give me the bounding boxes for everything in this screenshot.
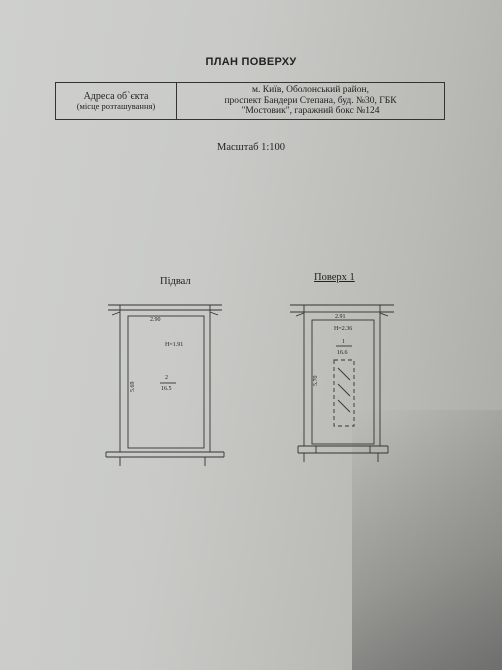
- address-line-2: проспект Бандери Степана, буд. №30, ГБК: [224, 95, 397, 106]
- floor1-plan-label: Поверх 1: [314, 272, 355, 283]
- floor1-pit-hatch-3: [337, 399, 351, 413]
- basement-wall-top-right: [209, 304, 222, 311]
- scale-label: Масштаб 1:100: [216, 142, 285, 153]
- address-sublabel: (місце розташування): [76, 100, 156, 111]
- floor1-height: H=2.36: [334, 326, 352, 332]
- floor1-room-outline: [311, 319, 375, 445]
- basement-length-dim: 5.69: [130, 382, 136, 393]
- floor1-room-area: 16.6: [337, 350, 348, 356]
- floor1-length-dim: 5.70: [313, 376, 319, 387]
- address-label: Адреса об`єкта: [83, 90, 149, 102]
- basement-plan: [105, 304, 225, 466]
- basement-break-left: [111, 311, 121, 316]
- basement-break-right: [209, 311, 219, 316]
- basement-width-dim: 2.90: [150, 317, 161, 323]
- floor1-break-left: [295, 312, 305, 317]
- page-title: ПЛАН ПОВЕРХУ: [205, 56, 297, 68]
- floor1-wall-top-right: [379, 304, 394, 313]
- floor1-room-number: 1: [342, 339, 345, 345]
- basement-room-outline: [127, 315, 205, 449]
- basement-height: H=1.91: [165, 342, 183, 348]
- address-line-3: "Мостовик", гаражний бокс №124: [241, 106, 380, 117]
- address-table: Адреса об`єкта (місце розташування) м. К…: [55, 82, 445, 120]
- basement-room-area: 16.5: [161, 386, 172, 392]
- basement-outer-wall: [119, 309, 211, 453]
- address-value-cell: м. Київ, Оболонський район, проспект Бан…: [177, 83, 444, 119]
- basement-room-number: 2: [165, 375, 168, 381]
- floor1-width-dim: 2.91: [335, 314, 346, 320]
- floor1-wall-top-left: [290, 304, 305, 313]
- floor1-plan: [290, 304, 394, 462]
- basement-wall-top-left: [108, 304, 121, 311]
- address-line-1: м. Київ, Оболонський район,: [252, 84, 369, 95]
- floor1-pit-hatch-1: [337, 367, 351, 381]
- floor1-inspection-pit: [333, 359, 355, 427]
- basement-plan-label: Підвал: [160, 276, 191, 287]
- address-label-cell: Адреса об`єкта (місце розташування): [56, 83, 177, 119]
- floor1-break-right: [379, 312, 389, 317]
- floor1-pit-hatch-2: [337, 383, 351, 397]
